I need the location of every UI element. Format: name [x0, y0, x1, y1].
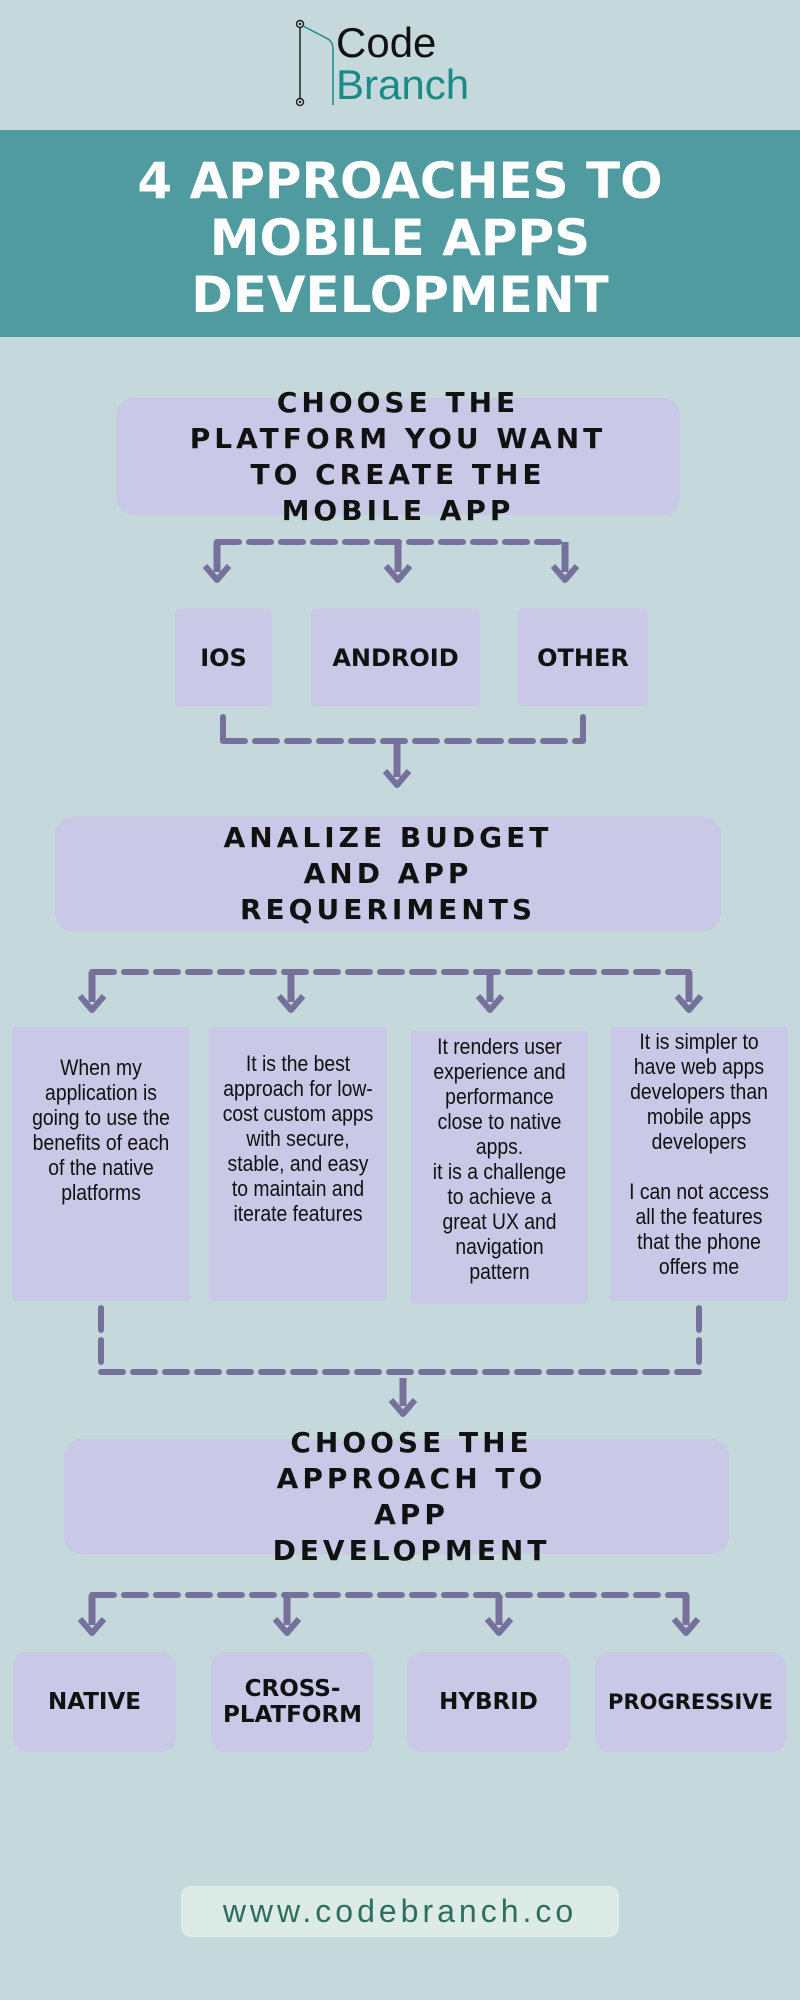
title-line: 4 APPROACHES TO [137, 152, 663, 210]
approach-progressive: PROGRESSIVE [595, 1652, 786, 1752]
approach-cross-platform: CROSS-PLATFORM [211, 1652, 374, 1752]
arrow-down-icon [383, 564, 413, 583]
card-progressive: It is simpler to have web apps developer… [610, 1027, 788, 1301]
logo: Code Branch [296, 19, 496, 109]
card-cross-platform: It is the best approach for low-cost cus… [209, 1027, 387, 1301]
approach-hybrid: HYBRID [407, 1652, 570, 1752]
step-choose-platform: CHOOSE THE PLATFORM YOU WANT TO CREATE T… [116, 386, 680, 527]
step-analyze-budget: ANALIZE BUDGET AND APP REQUERIMENTS [55, 817, 721, 931]
arrow-down-icon [382, 769, 412, 788]
logo-branch: Branch [336, 61, 470, 108]
arrow-down-icon [272, 1617, 302, 1636]
arrow-down-icon [671, 1617, 701, 1636]
arrow-down-icon [550, 564, 580, 583]
platform-other: OTHER [518, 609, 648, 706]
arrow-down-icon [276, 994, 306, 1013]
title-banner: 4 APPROACHES TO MOBILE APPS DEVELOPMENT [0, 130, 800, 337]
platform-android: ANDROID [311, 609, 480, 706]
card-text: It renders user experience and performan… [432, 1034, 567, 1284]
website-link[interactable]: www.codebranch.co [181, 1886, 619, 1937]
card-hybrid: It renders user experience and performan… [411, 1031, 588, 1304]
arrow-down-icon [77, 1617, 107, 1636]
arrow-down-icon [388, 1398, 418, 1417]
title-line: DEVELOPMENT [191, 266, 609, 324]
title-line: MOBILE APPS [209, 209, 591, 267]
card-text: When my application is going to use the … [32, 1055, 170, 1205]
arrow-down-icon [475, 994, 505, 1013]
card-native: When my application is going to use the … [12, 1027, 190, 1301]
branch-icon [296, 19, 334, 107]
arrow-down-icon [77, 994, 107, 1013]
arrow-down-icon [674, 994, 704, 1013]
card-text: It is the best approach for low-cost cus… [222, 1051, 374, 1226]
card-text: It is simpler to have web apps developer… [629, 1029, 769, 1279]
step-choose-approach: CHOOSE THE APPROACH TO APP DEVELOPMENT [64, 1426, 729, 1567]
platform-ios: IOS [175, 609, 272, 706]
logo-code: Code [336, 19, 437, 66]
arrow-down-icon [202, 564, 232, 583]
arrow-down-icon [484, 1617, 514, 1636]
approach-native: NATIVE [13, 1652, 176, 1752]
